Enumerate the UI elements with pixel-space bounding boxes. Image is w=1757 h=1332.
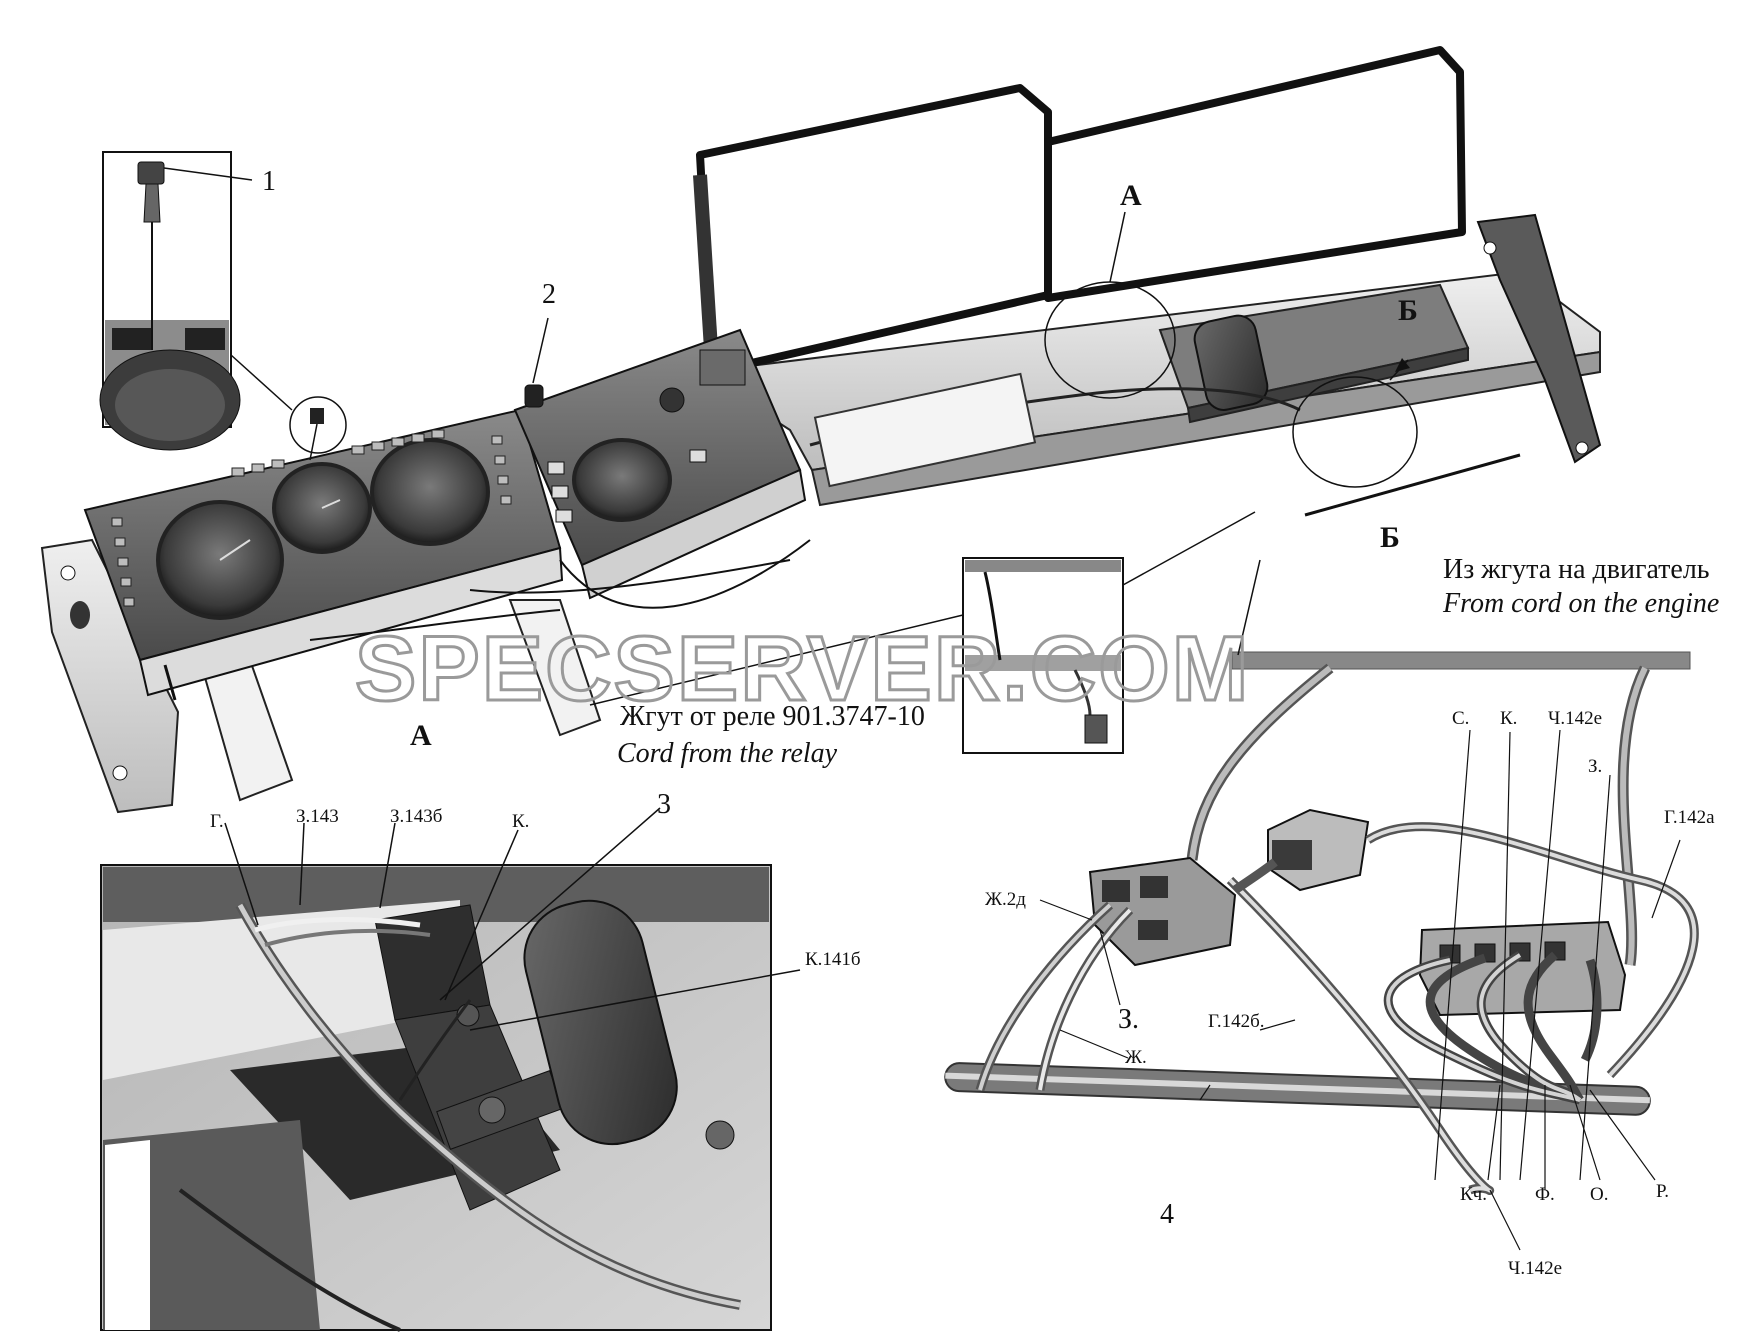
bolt (1575, 441, 1589, 455)
lamp-cap (137, 161, 165, 185)
label-ch142e-bottom: Ч.142е (1508, 1258, 1562, 1279)
leader-lines-b (1039, 729, 1681, 1251)
leader-line (1109, 211, 1126, 283)
label-k: К. (512, 811, 529, 832)
support-leg-left (198, 659, 294, 802)
top-cover-right (1044, 46, 1466, 302)
view-b-detail (944, 559, 1699, 1251)
detail-circle (289, 396, 347, 454)
engine-caption-ru: Из жгута на двигатель (1443, 554, 1710, 585)
instrument-cluster-front (138, 546, 564, 697)
engine-cord-bar (1231, 651, 1691, 670)
label-o: О. (1590, 1184, 1608, 1205)
frame-rail-lower (810, 350, 1601, 507)
view-a-marker-bottom: А (410, 719, 432, 752)
label-s: С. (1452, 708, 1469, 729)
label-kch: Кч. (1460, 1184, 1487, 1205)
lamp-wire (309, 423, 318, 461)
console-display (699, 349, 746, 386)
watermark-text: SPECSERVER.COM (355, 618, 1250, 720)
label-z143: З.143 (296, 806, 339, 827)
indicator-strip (111, 429, 512, 607)
label-ch142e-top: Ч.142е (1548, 708, 1602, 729)
label-z143b: З.143б (390, 806, 442, 827)
leader-line (469, 969, 801, 1031)
leader-line (224, 822, 259, 926)
callout-2: 2 (542, 279, 556, 310)
view-b-section-line (1304, 453, 1521, 517)
top-cover-left (696, 84, 1052, 376)
inset-lamp-detail (99, 151, 293, 451)
support-leg-mid (508, 599, 602, 737)
leader-line (439, 807, 661, 1001)
harness-sleeve (813, 372, 1037, 488)
leader-line (299, 822, 305, 906)
view-a-detail (100, 807, 801, 1332)
console-switches (547, 449, 707, 523)
leader-line (379, 822, 396, 909)
mount-hole (70, 601, 90, 629)
bolt (112, 765, 128, 781)
label-r: Р. (1656, 1181, 1669, 1202)
view-b-circle (1292, 376, 1418, 488)
multi-gauge (370, 438, 490, 546)
label-k-b: К. (1500, 708, 1517, 729)
connector-block (1418, 920, 1627, 1017)
label-zh2d: Ж.2д (985, 889, 1026, 910)
label-g142a: Г.142а (1664, 807, 1715, 828)
arrow-b-head (1395, 358, 1410, 372)
cover-edge (693, 174, 719, 366)
label-z-top: З. (1588, 756, 1602, 777)
inset-relay-cord (589, 511, 1256, 754)
label-g: Г. (210, 811, 224, 832)
label-zh: Ж. (1125, 1047, 1147, 1068)
harness-wire (309, 609, 561, 641)
label-k141b: К.141б (805, 949, 861, 970)
right-end-bracket (1476, 213, 1602, 464)
view-b-marker-bottom: Б (1380, 521, 1400, 554)
leader-line (1122, 511, 1256, 586)
harness-wire (559, 539, 811, 609)
switch-part-2 (524, 384, 544, 408)
harness-wire (163, 664, 177, 701)
leader-line (589, 614, 964, 706)
view-a-marker-top: А (1120, 179, 1142, 212)
callout-4: 4 (1160, 1199, 1174, 1230)
leader-line (532, 317, 549, 384)
label-g142b: Г.142б. (1208, 1011, 1265, 1032)
leader-line (444, 829, 519, 1001)
view-b-marker-top: Б (1398, 294, 1418, 327)
relay-cylinder (1193, 314, 1269, 411)
harness-wire (469, 559, 791, 594)
relay-caption-ru: Жгут от реле 901.3747-10 (620, 701, 925, 732)
engine-caption-en: From cord on the engine (1442, 588, 1719, 619)
lamp-socket (310, 408, 324, 424)
text-layer: 1 2 3 4 А А Б Б Жгут от реле 901.3747-10… (210, 166, 1719, 1279)
leader-line (230, 354, 293, 411)
label-z: З. (1118, 1004, 1139, 1035)
connector-zh2d (1088, 856, 1237, 967)
label-f: Ф. (1535, 1184, 1555, 1205)
gauge-needle (321, 499, 341, 509)
console-gauge (572, 438, 672, 522)
leader-line (163, 167, 253, 181)
bolt (1483, 241, 1497, 255)
leader-line (1237, 559, 1261, 656)
bolt (60, 565, 76, 581)
callout-3: 3 (657, 789, 671, 820)
relay-caption-en: Cord from the relay (617, 738, 838, 769)
console-knob (659, 387, 685, 413)
callout-1: 1 (262, 166, 276, 197)
gauge-needle (219, 539, 251, 561)
dashboard-assembly (40, 46, 1602, 814)
